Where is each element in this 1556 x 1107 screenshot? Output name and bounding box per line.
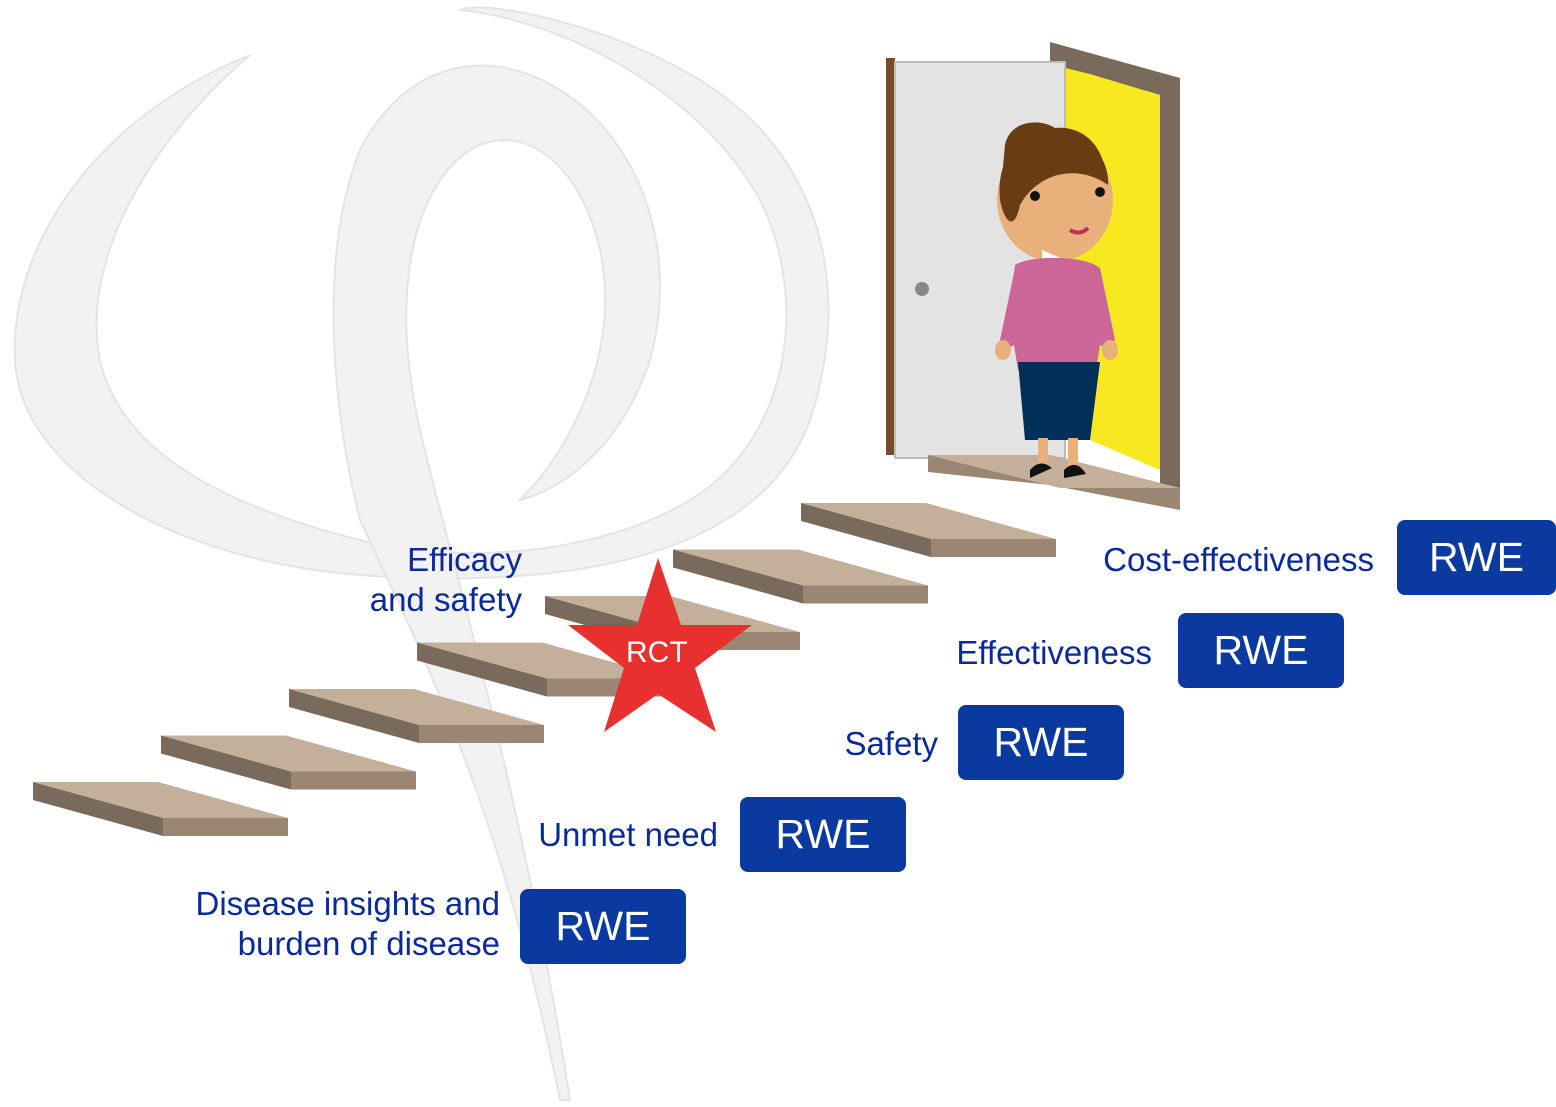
stair-step-side: [417, 642, 547, 697]
step-label-line-2: burden of disease: [237, 925, 500, 962]
rwe-badge-disease-insights: RWE: [520, 889, 686, 964]
stair-step-front: [803, 585, 928, 604]
rct-star-text: RCT: [626, 636, 688, 669]
stair-step-front: [163, 818, 288, 836]
watermark-logo-icon: [13, 6, 830, 1101]
stair-step-front: [931, 539, 1056, 557]
stair-step-side: [289, 689, 419, 743]
stair-step-top: [673, 549, 928, 586]
rct-star-icon: [568, 558, 752, 732]
rct-label-line-1: Efficacy: [407, 541, 522, 578]
step-label-line-1: Safety: [844, 725, 938, 762]
stair-step-front: [291, 771, 416, 790]
stair-step-top: [801, 503, 1056, 539]
stair-step-side: [673, 549, 803, 604]
stair-step-top: [417, 642, 672, 679]
stair-step-side: [161, 735, 291, 790]
stair-step-side: [801, 503, 931, 557]
step-label-disease-insights: Disease insights and burden of disease: [150, 884, 500, 964]
stair-step-top: [33, 782, 288, 818]
step-label-cost-effectiveness: Cost-effectiveness: [1030, 540, 1374, 580]
rwe-badge-safety: RWE: [958, 705, 1124, 780]
step-label-unmet-need: Unmet need: [500, 815, 718, 855]
stair-step-side: [33, 782, 163, 836]
stair-step-top: [289, 689, 544, 725]
rwe-badge-effectiveness: RWE: [1178, 613, 1344, 688]
rct-label-line-2: and safety: [369, 581, 522, 618]
staircase: [33, 503, 1056, 836]
stair-step-top: [161, 735, 416, 772]
step-label-effectiveness: Effectiveness: [900, 633, 1152, 673]
rwe-badge-unmet-need: RWE: [740, 797, 906, 872]
stair-step-front: [419, 725, 544, 743]
rwe-badge-cost-effectiveness: RWE: [1397, 520, 1556, 595]
step-label-safety: Safety: [800, 724, 938, 764]
step-label-line-1: Cost-effectiveness: [1103, 541, 1374, 578]
step-label-line-1: Unmet need: [538, 816, 718, 853]
step-label-line-1: Disease insights and: [195, 885, 500, 922]
step-label-line-1: Effectiveness: [956, 634, 1152, 671]
woman-figure-icon: [995, 122, 1118, 478]
rct-label: Efficacy and safety: [350, 540, 522, 620]
